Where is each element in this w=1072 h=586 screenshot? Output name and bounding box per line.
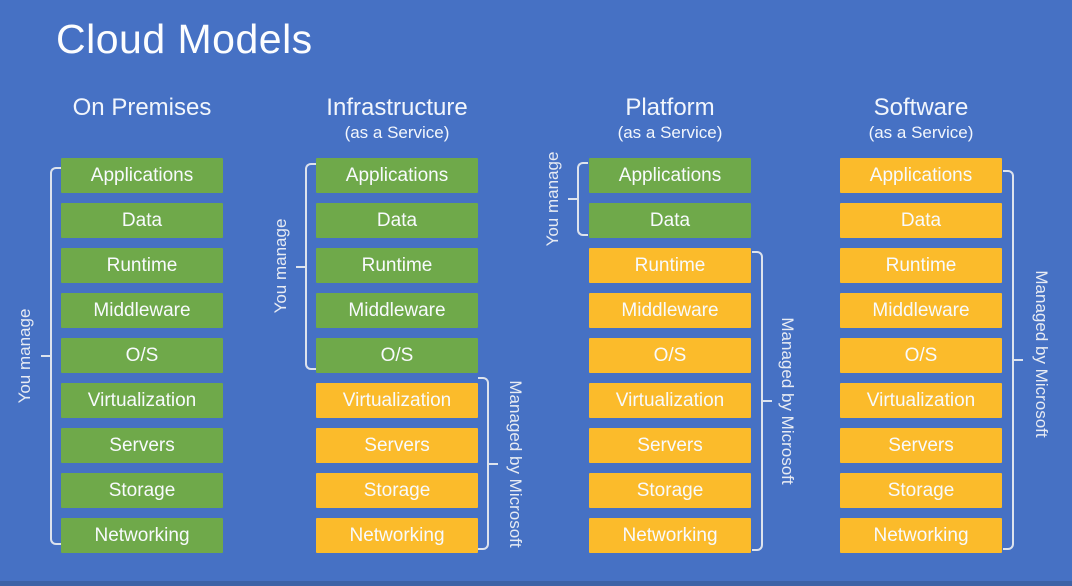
layer-box-os: O/S bbox=[589, 338, 751, 373]
column-title: Infrastructure bbox=[326, 94, 468, 121]
column-subtitle: (as a Service) bbox=[617, 123, 723, 142]
layer-box-virtualization: Virtualization bbox=[61, 383, 223, 418]
you-manage-bracket-paas bbox=[568, 162, 588, 236]
slide-bottom-edge bbox=[0, 581, 1072, 586]
layer-box-data: Data bbox=[589, 203, 751, 238]
layer-box-applications: Applications bbox=[61, 158, 223, 193]
column-on-premises: On Premises Applications Data Runtime Mi… bbox=[61, 0, 223, 563]
layer-box-virtualization: Virtualization bbox=[316, 383, 478, 418]
layer-box-data: Data bbox=[61, 203, 223, 238]
layer-box-virtualization: Virtualization bbox=[840, 383, 1002, 418]
layer-box-os: O/S bbox=[61, 338, 223, 373]
layer-box-servers: Servers bbox=[316, 428, 478, 463]
column-title: Platform bbox=[625, 94, 715, 121]
layer-box-applications: Applications bbox=[316, 158, 478, 193]
layer-box-storage: Storage bbox=[61, 473, 223, 508]
column-subtitle: (as a Service) bbox=[868, 123, 974, 142]
you-manage-label-on-premises: You manage bbox=[15, 308, 34, 404]
layer-box-applications: Applications bbox=[589, 158, 751, 193]
layer-box-storage: Storage bbox=[589, 473, 751, 508]
layer-box-middleware: Middleware bbox=[316, 293, 478, 328]
layer-box-servers: Servers bbox=[840, 428, 1002, 463]
column-software: Software (as a Service) Applications Dat… bbox=[840, 0, 1002, 563]
managed-by-microsoft-bracket-iaas bbox=[478, 377, 498, 550]
you-manage-bracket-on-premises bbox=[41, 167, 61, 545]
layer-box-os: O/S bbox=[316, 338, 478, 373]
layer-box-runtime: Runtime bbox=[316, 248, 478, 283]
layer-box-servers: Servers bbox=[589, 428, 751, 463]
column-title: On Premises bbox=[72, 94, 212, 121]
you-manage-bracket-iaas bbox=[296, 163, 316, 370]
layer-box-middleware: Middleware bbox=[840, 293, 1002, 328]
column-subtitle bbox=[61, 123, 223, 158]
managed-by-microsoft-bracket-paas bbox=[752, 251, 772, 551]
layer-box-data: Data bbox=[316, 203, 478, 238]
you-manage-label-paas: You manage bbox=[543, 151, 562, 247]
layer-box-runtime: Runtime bbox=[61, 248, 223, 283]
layer-box-networking: Networking bbox=[316, 518, 478, 553]
layer-box-middleware: Middleware bbox=[61, 293, 223, 328]
column-platform: Platform (as a Service) Applications Dat… bbox=[589, 0, 751, 563]
you-manage-label-iaas: You manage bbox=[271, 218, 290, 314]
layer-box-storage: Storage bbox=[316, 473, 478, 508]
layer-box-networking: Networking bbox=[61, 518, 223, 553]
layer-box-networking: Networking bbox=[840, 518, 1002, 553]
layer-box-virtualization: Virtualization bbox=[589, 383, 751, 418]
layer-box-os: O/S bbox=[840, 338, 1002, 373]
layer-box-servers: Servers bbox=[61, 428, 223, 463]
slide-title: Cloud Models bbox=[56, 16, 313, 62]
layer-box-runtime: Runtime bbox=[589, 248, 751, 283]
managed-by-microsoft-bracket-saas bbox=[1003, 170, 1023, 550]
managed-by-microsoft-label-paas: Managed by Microsoft bbox=[778, 317, 797, 485]
layer-box-storage: Storage bbox=[840, 473, 1002, 508]
layer-box-applications: Applications bbox=[840, 158, 1002, 193]
layer-box-networking: Networking bbox=[589, 518, 751, 553]
managed-by-microsoft-label-iaas: Managed by Microsoft bbox=[506, 380, 525, 548]
layer-box-runtime: Runtime bbox=[840, 248, 1002, 283]
column-infrastructure: Infrastructure (as a Service) Applicatio… bbox=[316, 0, 478, 563]
column-subtitle: (as a Service) bbox=[344, 123, 450, 142]
layer-box-data: Data bbox=[840, 203, 1002, 238]
managed-by-microsoft-label-saas: Managed by Microsoft bbox=[1032, 270, 1051, 438]
column-title: Software bbox=[873, 94, 969, 121]
layer-box-middleware: Middleware bbox=[589, 293, 751, 328]
